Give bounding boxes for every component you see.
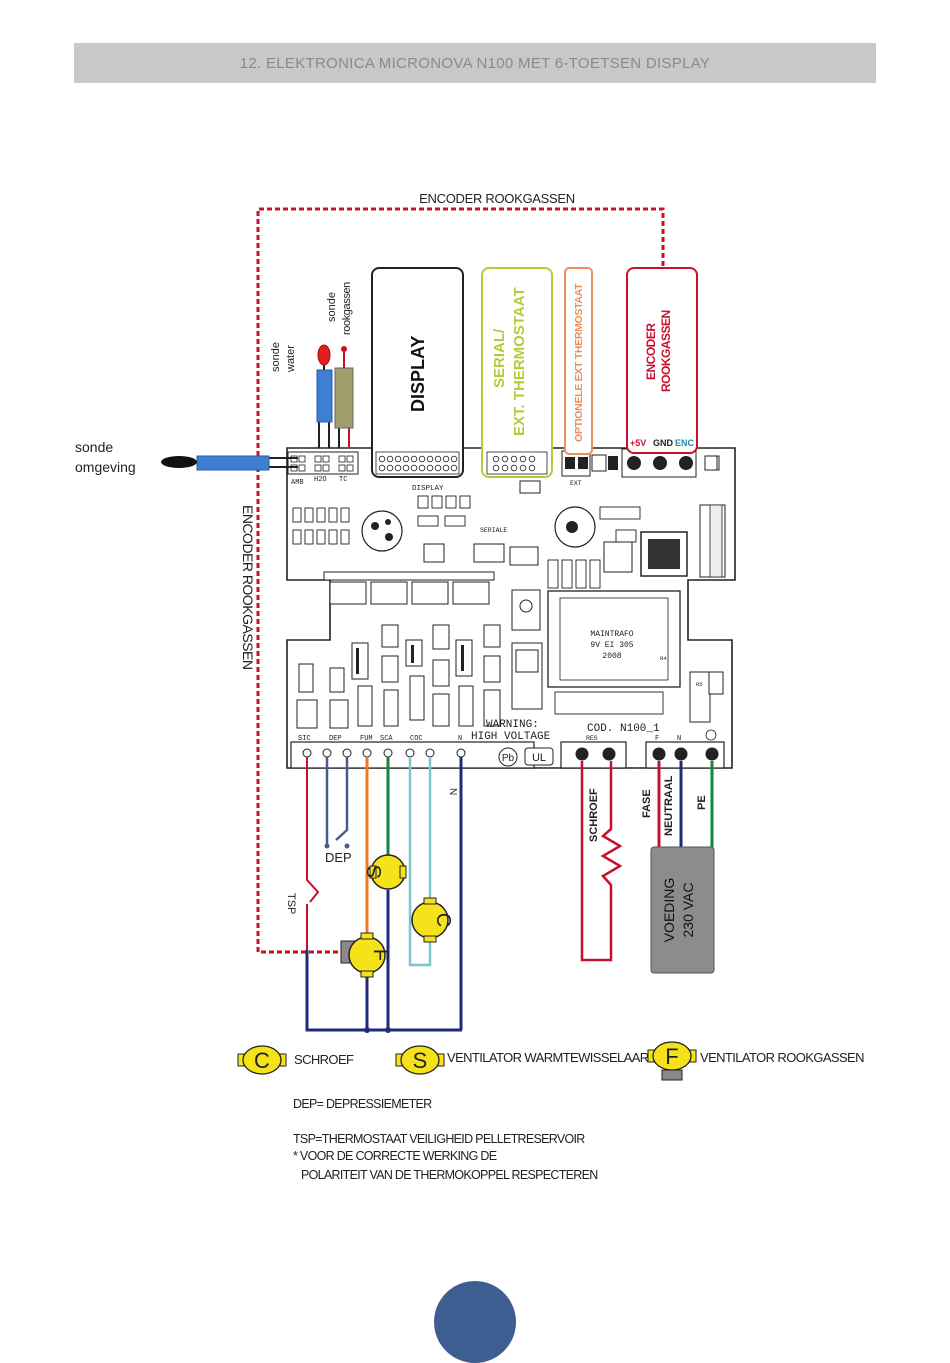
board-label-h2o: H2O	[314, 476, 327, 484]
pe-wire-label: PE	[696, 795, 708, 810]
tsp-wire-label: TSP	[285, 893, 297, 914]
board-label-tc: TC	[339, 476, 347, 484]
encoder-pin-gnd: GND	[653, 438, 674, 448]
page-header: 12. ELEKTRONICA MICRONOVA N100 MET 6-TOE…	[74, 43, 876, 83]
encoder-pin-enc: ENC	[675, 438, 695, 448]
warning-line-1: WARNING:	[486, 719, 539, 731]
thermostat-module: OPTIONELE EXT THERMOSTAAT	[564, 267, 593, 455]
sensor-wiring	[161, 344, 354, 471]
board-label-display: DISPLAY	[412, 485, 444, 493]
legend-label-f: VENTILATOR ROOKGASSEN	[700, 1050, 864, 1065]
sonde-omgeving-label-2: omgeving	[75, 459, 136, 475]
board-label-seriale: SERIALE	[480, 527, 507, 534]
fase-wire-label: FASE	[641, 789, 653, 818]
warning-line-2: HIGH VOLTAGE	[471, 731, 551, 743]
dep-wire-label: DEP	[325, 850, 352, 865]
transformer-line-2: 9V EI 305	[590, 641, 633, 650]
legend-item-s: S VENTILATOR WARMTEWISSELAAR	[395, 1045, 649, 1075]
motor-c: C	[411, 897, 454, 943]
serial-module: SERIAL/ EXT. THERMOSTAAT	[481, 267, 553, 478]
note-tsp: TSP=THERMOSTAAT VEILIGHEID PELLETRESERVO…	[293, 1132, 585, 1146]
power-supply-box: VOEDING 230 VAC	[650, 846, 715, 974]
pb-mark: Pb	[502, 753, 515, 764]
terminal-sic: SIC	[298, 735, 311, 743]
legend-symbol-c: C	[254, 1048, 270, 1073]
thermostat-module-label: OPTIONELE EXT THERMOSTAAT	[573, 283, 585, 442]
display-module: DISPLAY	[371, 267, 464, 478]
terminal-f: F	[655, 735, 659, 743]
terminal-coc: COC	[410, 735, 423, 743]
sonde-rookgassen-label-1: sonde	[326, 292, 338, 322]
note-dep: DEP= DEPRESSIEMETER	[293, 1097, 432, 1111]
legend-item-c: C SCHROEF	[237, 1045, 355, 1075]
n-wire-label: N	[447, 788, 458, 795]
board-label-r4: R4	[660, 655, 667, 662]
sonde-water-label-2: water	[285, 345, 297, 373]
encoder-pin-5v: +5V	[630, 438, 646, 448]
encoder-module: ENCODER ROOKGASSEN +5V GND ENC	[626, 267, 698, 454]
encoder-wire-loop	[256, 207, 665, 954]
page-number-badge	[434, 1281, 516, 1363]
control-board: MAINTRAFO 9V EI 305 2008 AMB H2O TC DISP…	[286, 447, 736, 769]
motor-c-letter: C	[432, 913, 454, 927]
terminal-res: RES	[586, 735, 598, 742]
legend-item-f: F VENTILATOR ROOKGASSEN	[647, 1041, 865, 1081]
motor-s-letter: S	[364, 865, 386, 878]
neutraal-wire-label: NEUTRAAL	[663, 775, 675, 836]
legend: C SCHROEF S VENTILATOR WARMTEWISSELAAR F…	[237, 1041, 865, 1081]
serial-module-label-1: SERIAL/	[491, 328, 508, 388]
sonde-rookgassen-label-2: rookgassen	[341, 282, 353, 335]
legend-label-c: SCHROEF	[294, 1052, 354, 1067]
terminal-n: N	[458, 735, 462, 743]
encoder-module-label-1: ENCODER	[644, 323, 658, 380]
transformer-line-3: 2008	[602, 652, 621, 661]
header-title: 12. ELEKTRONICA MICRONOVA N100 MET 6-TOE…	[239, 55, 711, 72]
legend-symbol-f: F	[665, 1044, 678, 1069]
board-label-r5: R5	[696, 681, 703, 688]
serial-module-label-2: EXT. THERMOSTAAT	[511, 287, 528, 436]
terminal-fum: FUM	[360, 735, 373, 743]
motor-s: S	[364, 854, 407, 890]
terminal-dep: DEP	[329, 735, 342, 743]
motor-f: F	[340, 932, 391, 978]
terminal-sca: SCA	[380, 735, 393, 743]
voeding-line-1: VOEDING	[661, 878, 677, 943]
note-correct-1: * VOOR DE CORRECTE WERKING DE	[293, 1149, 497, 1163]
legend-symbol-s: S	[413, 1048, 428, 1073]
encoder-module-label-2: ROOKGASSEN	[659, 310, 673, 392]
board-code: COD. N100_1	[587, 723, 660, 735]
terminal-n2: N	[677, 735, 681, 743]
sonde-omgeving-label-1: sonde	[75, 439, 113, 455]
motor-f-letter: F	[369, 949, 391, 961]
voeding-line-2: 230 VAC	[680, 883, 696, 938]
board-label-amb: AMB	[291, 479, 304, 487]
display-module-label: DISPLAY	[408, 336, 428, 412]
legend-label-s: VENTILATOR WARMTEWISSELAAR	[447, 1050, 649, 1065]
board-label-ext: EXT	[570, 480, 582, 487]
field-wiring	[305, 757, 714, 1032]
schroef-wire-label: SCHROEF	[588, 788, 600, 842]
sonde-water-label-1: sonde	[270, 342, 282, 372]
note-correct-2: POLARITEIT VAN DE THERMOKOPPEL RESPECTER…	[301, 1168, 598, 1182]
ul-mark: UL	[532, 752, 546, 764]
encoder-top-label: ENCODER ROOKGASSEN	[419, 191, 575, 206]
transformer-line-1: MAINTRAFO	[590, 630, 633, 639]
encoder-side-label: ENCODER ROOKGASSEN	[240, 505, 256, 669]
